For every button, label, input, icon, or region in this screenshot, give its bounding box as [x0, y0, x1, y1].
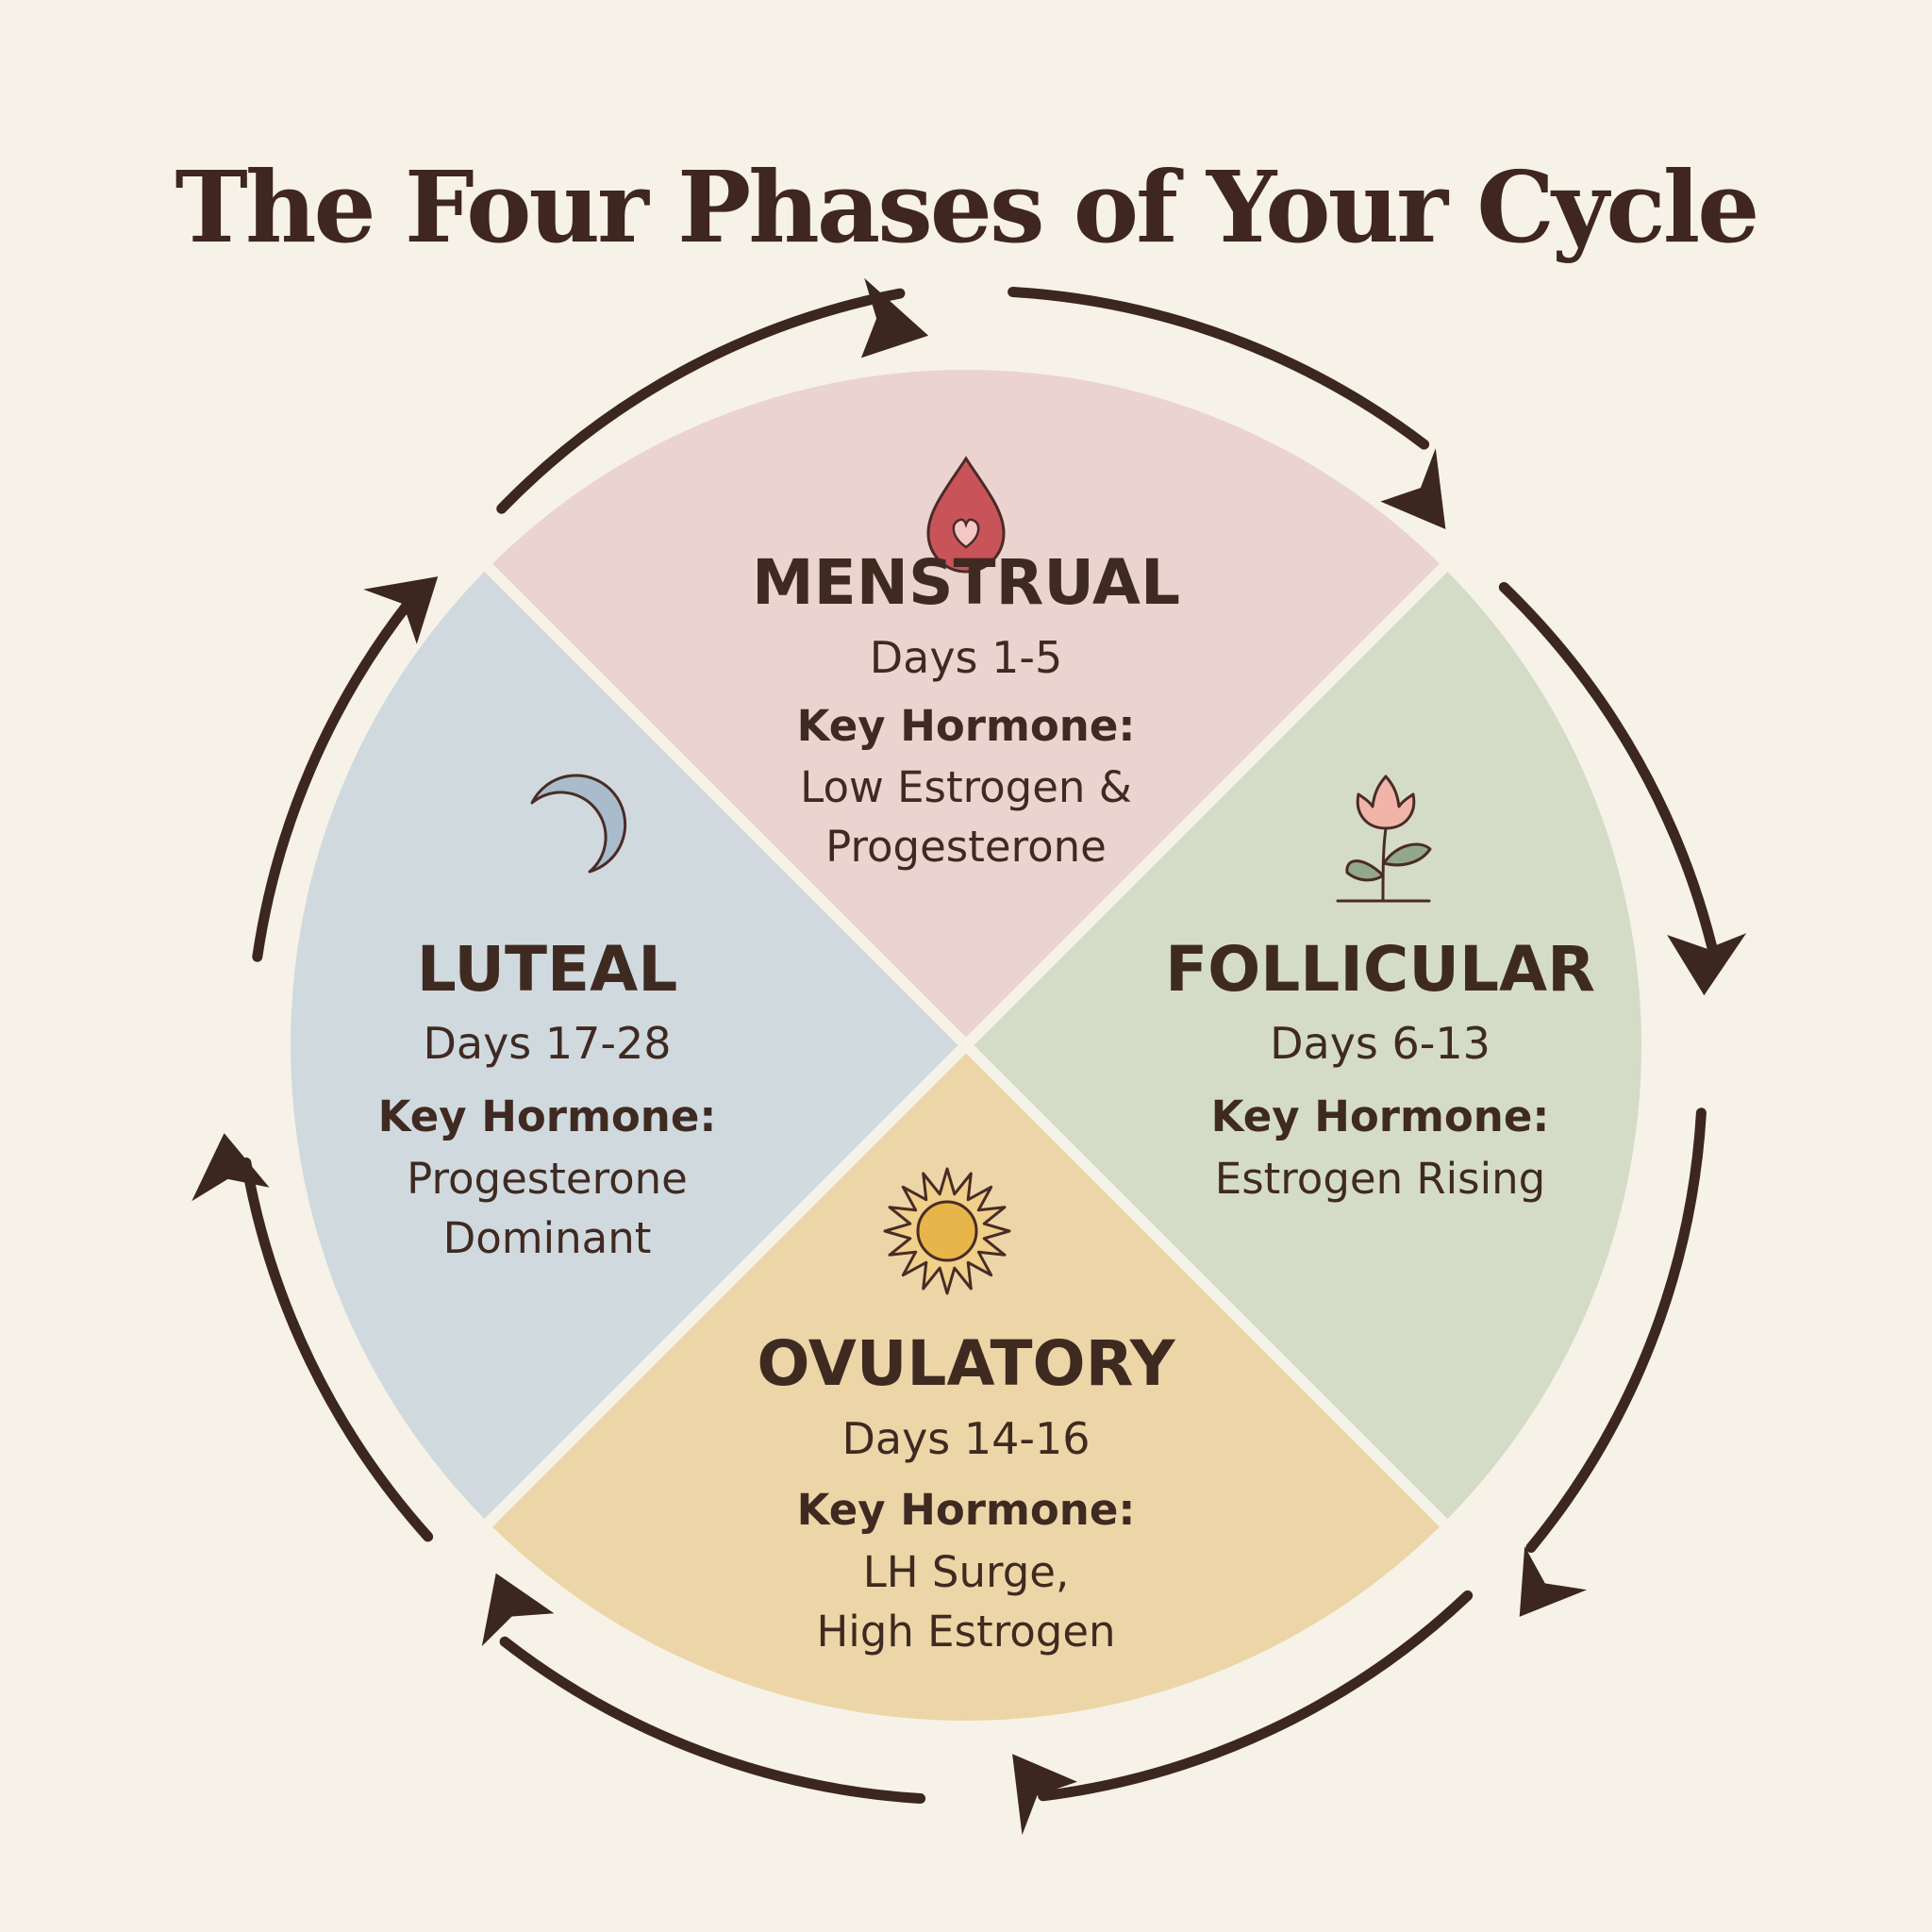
- arrowhead: [1380, 448, 1446, 529]
- cycle-arrow: [1008, 287, 1430, 450]
- phase-name: OVULATORY: [757, 1327, 1175, 1400]
- arrowhead: [1667, 933, 1747, 996]
- arrowhead: [192, 1133, 270, 1202]
- cycle-arrows: [241, 287, 1723, 1804]
- sun-icon: [883, 1167, 1011, 1295]
- tulip-flower-icon: [1336, 774, 1432, 903]
- arrowhead: [481, 1573, 555, 1647]
- ovulatory-phase: OVULATORY Days 14-16 Key Hormone: LH Sur…: [757, 1167, 1176, 1657]
- key-hormone-label: Key Hormone:: [1211, 1091, 1550, 1141]
- cycle-arrowheads: [192, 277, 1747, 1836]
- cycle-arrow: [1525, 1108, 1707, 1553]
- phase-days: Days 6-13: [1270, 1018, 1491, 1069]
- phase-name: MENSTRUAL: [752, 546, 1180, 619]
- hormone-description: Progesterone: [407, 1154, 688, 1204]
- cycle-arrow: [241, 1158, 434, 1542]
- cycle-arrow: [1038, 1590, 1474, 1802]
- cycle-arrow: [499, 1636, 926, 1804]
- cycle-arrow: [496, 288, 906, 514]
- luteal-phase: LUTEAL Days 17-28 Key Hormone: Progester…: [378, 774, 717, 1263]
- follicular-phase: FOLLICULAR Days 6-13 Key Hormone: Estrog…: [1165, 774, 1595, 1204]
- menstrual-phase: MENSTRUAL Days 1-5 Key Hormone: Low Estr…: [752, 456, 1180, 872]
- key-hormone-label: Key Hormone:: [797, 1485, 1136, 1535]
- arrowhead: [1012, 1754, 1077, 1836]
- phase-days: Days 14-16: [841, 1413, 1090, 1464]
- key-hormone-label: Key Hormone:: [378, 1091, 717, 1141]
- key-hormone-label: Key Hormone:: [797, 701, 1136, 751]
- hormone-description: High Estrogen: [816, 1607, 1115, 1657]
- arrowhead: [1519, 1546, 1588, 1617]
- cycle-arrow: [1498, 582, 1723, 972]
- phase-name: LUTEAL: [417, 933, 678, 1006]
- hormone-description: Dominant: [443, 1213, 652, 1263]
- hormone-description: Low Estrogen &: [800, 762, 1132, 812]
- cycle-arrow: [252, 595, 416, 962]
- hormone-description: LH Surge,: [863, 1547, 1070, 1597]
- hormone-description: Estrogen Rising: [1215, 1154, 1545, 1204]
- arrowhead: [860, 277, 929, 358]
- arrowhead: [363, 576, 439, 644]
- crescent-moon-icon: [530, 774, 627, 874]
- hormone-description: Progesterone: [825, 822, 1107, 872]
- phase-days: Days 17-28: [423, 1018, 671, 1069]
- phase-name: FOLLICULAR: [1165, 933, 1595, 1006]
- phase-days: Days 1-5: [870, 632, 1063, 683]
- blood-drop-heart-icon: [926, 456, 1006, 574]
- page-title: The Four Phases of Your Cycle: [175, 149, 1760, 265]
